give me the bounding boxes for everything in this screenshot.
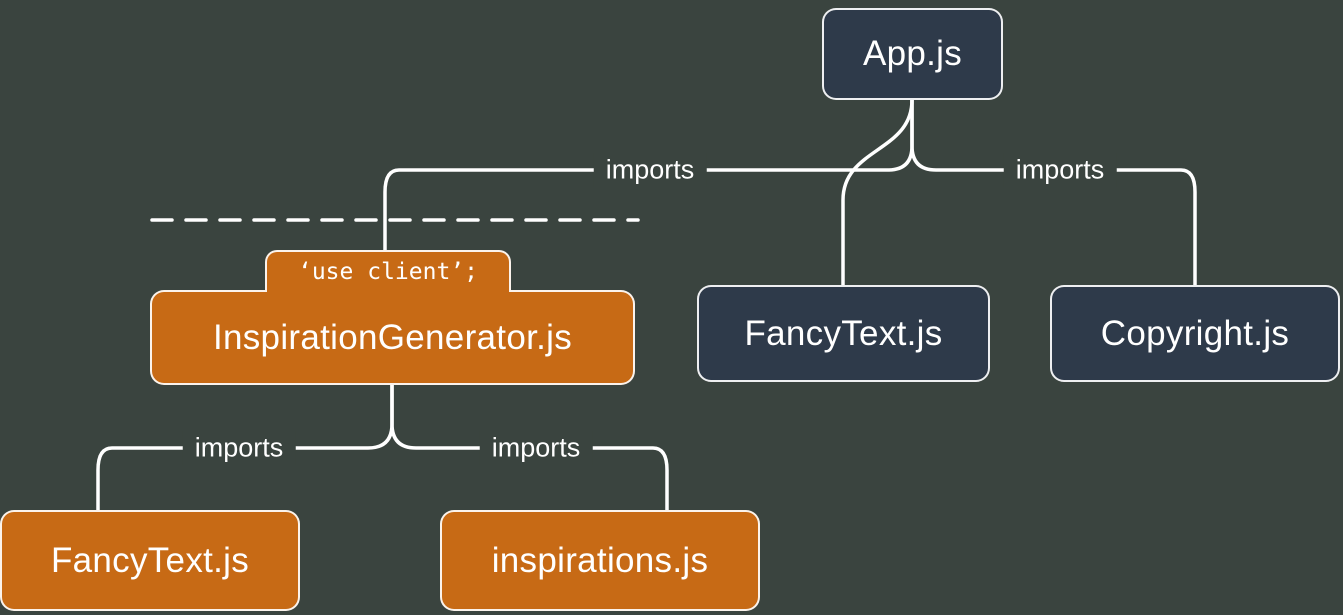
node-fancytext-server: FancyText.js xyxy=(697,285,990,382)
edge-app-to-copyright xyxy=(910,98,1197,287)
node-app-label: App.js xyxy=(862,34,963,73)
node-fancytext-server-label: FancyText.js xyxy=(744,313,943,353)
node-fancytext-client-label: FancyText.js xyxy=(50,540,250,580)
node-fancytext-client: FancyText.js xyxy=(0,510,300,611)
use-client-directive-badge: ‘use client’; xyxy=(265,250,511,292)
edge-label-app-inspiration-generator: imports xyxy=(593,152,707,188)
node-inspiration-generator: InspirationGenerator.js xyxy=(150,290,635,385)
edge-label-ig-inspirations: imports xyxy=(479,430,593,466)
node-copyright-label: Copyright.js xyxy=(1100,313,1290,353)
use-client-directive-text: ‘use client’; xyxy=(297,259,478,285)
node-inspiration-generator-label: InspirationGenerator.js xyxy=(212,317,573,357)
edge-label-app-copyright: imports xyxy=(1003,152,1117,188)
node-copyright: Copyright.js xyxy=(1050,285,1340,382)
edge-app-to-fancytext-server xyxy=(841,98,914,287)
node-inspirations-label: inspirations.js xyxy=(491,540,709,580)
node-app: App.js xyxy=(822,8,1003,100)
node-inspirations: inspirations.js xyxy=(440,510,760,611)
edge-label-ig-fancytext: imports xyxy=(182,430,296,466)
